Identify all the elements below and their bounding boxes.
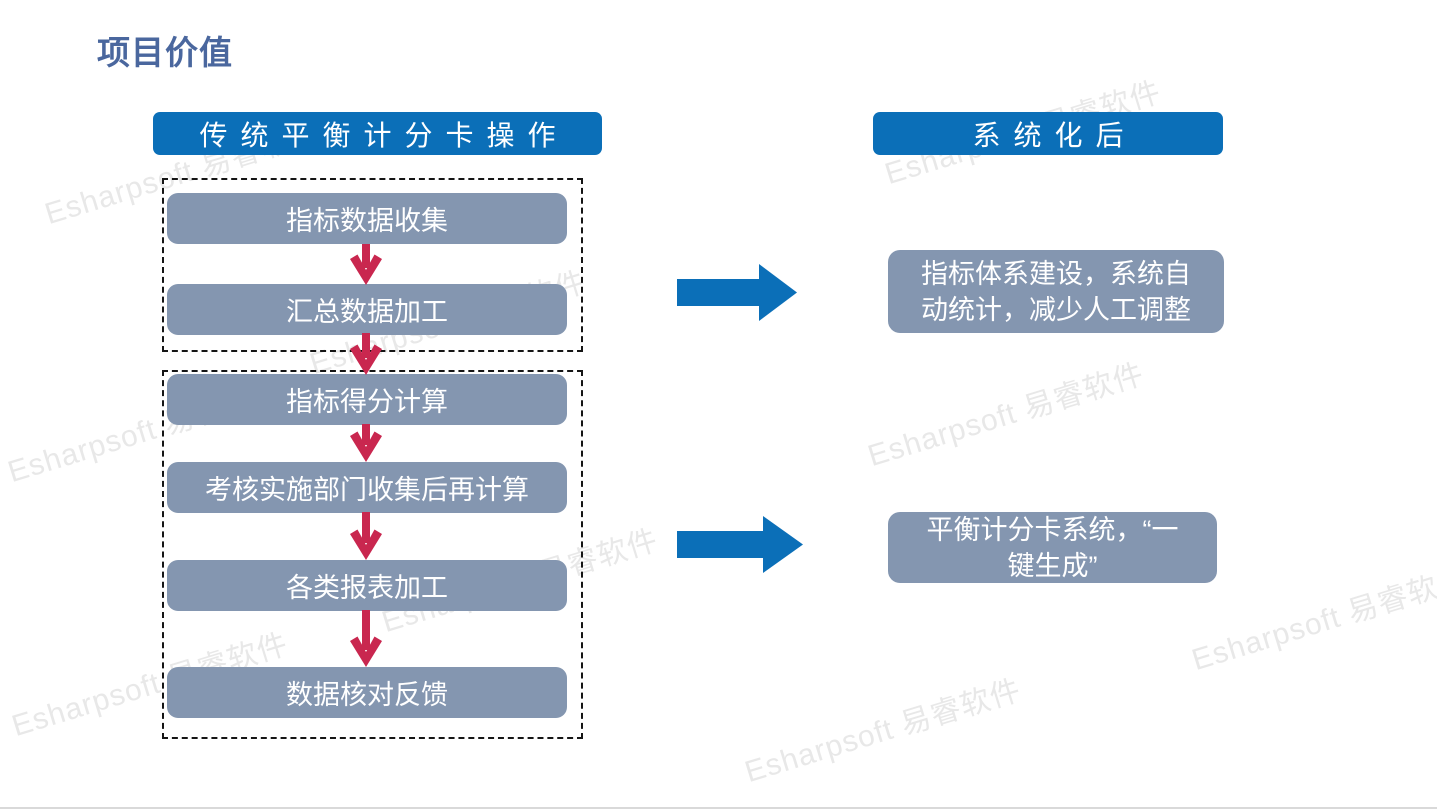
watermark: Esharpsoft 易睿软件: [864, 357, 1149, 474]
step-score-calculation: 指标得分计算: [167, 374, 567, 425]
step-report-processing: 各类报表加工: [167, 560, 567, 611]
right-arrow-icon: [677, 516, 803, 573]
right-arrow-icon: [677, 264, 797, 321]
result-indicator-system: 指标体系建设，系统自 动统计，减少人工调整: [888, 250, 1224, 333]
watermark: Esharpsoft 易睿软件: [741, 673, 1026, 790]
result-line: 键生成”: [1007, 550, 1098, 581]
step-aggregate-data: 汇总数据加工: [167, 284, 567, 335]
down-arrow-icon: [350, 512, 382, 560]
header-systemized: 系统化后: [873, 112, 1223, 155]
step-dept-recalculation: 考核实施部门收集后再计算: [167, 462, 567, 513]
result-line: 平衡计分卡系统，“一: [926, 514, 1179, 545]
result-line: 指标体系建设，系统自: [921, 258, 1191, 289]
down-arrow-icon: [350, 333, 382, 375]
watermark: Esharpsoft 易睿软件: [1188, 561, 1437, 678]
down-arrow-icon: [350, 424, 382, 462]
phase-group-2: [162, 370, 583, 739]
page-title: 项目价值: [97, 34, 233, 71]
result-line: 动统计，减少人工调整: [921, 294, 1191, 325]
bottom-divider: [0, 807, 1437, 809]
header-traditional: 传统平衡计分卡操作: [153, 112, 602, 155]
down-arrow-icon: [350, 610, 382, 667]
down-arrow-icon: [350, 244, 382, 285]
result-one-click-generation: 平衡计分卡系统，“一 键生成”: [888, 512, 1217, 583]
step-collect-indicator-data: 指标数据收集: [167, 193, 567, 244]
step-data-check-feedback: 数据核对反馈: [167, 667, 567, 718]
